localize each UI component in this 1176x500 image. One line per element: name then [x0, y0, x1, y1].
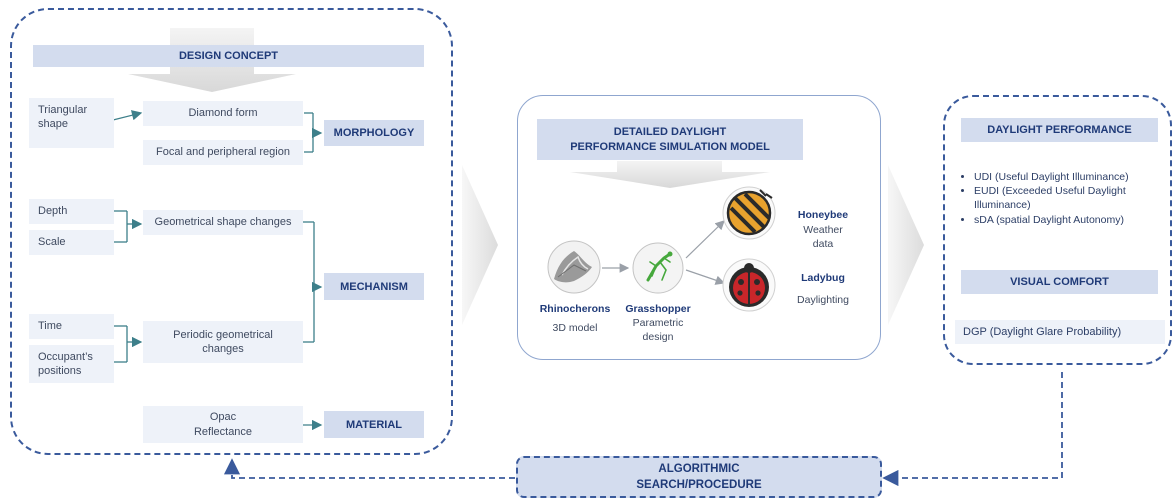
scale-box: Scale [29, 230, 114, 255]
simulation-header-line1: DETAILED DAYLIGHT [613, 125, 727, 138]
flow-arrow-2 [888, 165, 924, 325]
honeybee-desc: Weather data [783, 224, 863, 251]
occupants-positions-box: Occupant’s positions [29, 345, 114, 383]
algorithmic-search-box: ALGORITHMIC SEARCH/PROCEDURE [516, 456, 882, 498]
metric-eudi: EUDI (Exceeded Useful Daylight Illuminan… [974, 184, 1170, 212]
focal-region-box: Focal and peripheral region [143, 140, 303, 165]
down-arrow-sim [570, 161, 770, 188]
ladybug-icon [722, 258, 776, 312]
morphology-label: MORPHOLOGY [324, 120, 424, 146]
grasshopper-desc: Parametric design [608, 317, 708, 344]
honeybee-desc-line1: Weather [803, 224, 843, 236]
rhinoceros-desc: 3D model [552, 322, 598, 334]
dgp-box: DGP (Daylight Glare Probability) [955, 320, 1165, 344]
metric-udi: UDI (Useful Daylight Illuminance) [974, 170, 1170, 184]
rhinoceros-name: Rhinocherons [539, 303, 611, 315]
grasshopper-desc-line2: design [642, 330, 674, 343]
design-concept-panel [10, 8, 453, 455]
design-concept-header: DESIGN CONCEPT [33, 45, 424, 67]
ladybug-name: Ladybug [801, 272, 845, 284]
honeybee-icon [722, 186, 776, 240]
daylight-metrics-list: UDI (Useful Daylight Illuminance) EUDI (… [958, 170, 1170, 227]
depth-box: Depth [29, 199, 114, 224]
daylight-performance-header: DAYLIGHT PERFORMANCE [961, 118, 1158, 142]
diamond-form-box: Diamond form [143, 101, 303, 126]
grasshopper-icon [632, 242, 684, 294]
simulation-header: DETAILED DAYLIGHT PERFORMANCE SIMULATION… [537, 119, 803, 160]
grasshopper-name: Grasshopper [625, 303, 691, 315]
algorithm-line1: ALGORITHMIC [658, 462, 740, 475]
time-box: Time [29, 314, 114, 339]
material-label: MATERIAL [324, 411, 424, 438]
simulation-header-line2: PERFORMANCE SIMULATION MODEL [570, 140, 770, 153]
algorithm-line2: SEARCH/PROCEDURE [636, 479, 762, 491]
simulation-panel [517, 95, 881, 360]
flow-arrow-1 [462, 165, 498, 325]
visual-comfort-header: VISUAL COMFORT [961, 270, 1158, 294]
metric-sda: sDA (spatial Daylight Autonomy) [974, 213, 1170, 227]
geometrical-shape-changes-box: Geometrical shape changes [143, 210, 303, 235]
mechanism-label: MECHANISM [324, 273, 424, 300]
opac-reflectance-box: Opac Reflectance [143, 406, 303, 443]
periodic-changes-box: Periodic geometrical changes [143, 321, 303, 363]
rhinoceros-icon [547, 240, 601, 294]
performance-panel [943, 95, 1172, 365]
honeybee-name: Honeybee [797, 209, 849, 221]
ladybug-desc: Daylighting [797, 294, 849, 306]
honeybee-desc-line2: data [812, 237, 834, 250]
grasshopper-desc-line1: Parametric [632, 317, 684, 329]
triangular-shape-box: Triangular shape [29, 98, 114, 148]
